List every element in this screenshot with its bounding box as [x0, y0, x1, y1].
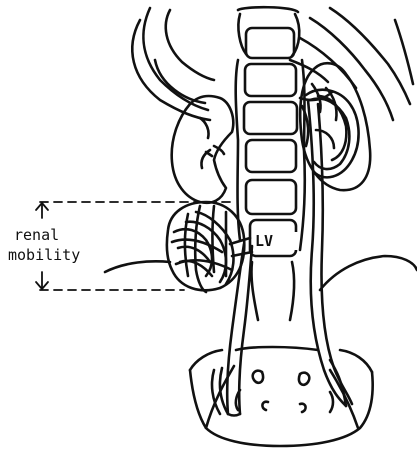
vertebra-label: LV [255, 232, 273, 250]
vertebra-t11 [246, 28, 294, 58]
annotation-label-line1: renal [14, 226, 59, 244]
iliac-contours [105, 256, 417, 290]
vertebra-l1 [244, 102, 297, 134]
annotation-label-line2: mobility [8, 246, 80, 264]
spine [236, 7, 305, 320]
vertebra-l3 [246, 180, 296, 214]
vertebra-t12 [245, 64, 296, 96]
vertebra-l2 [246, 140, 296, 172]
ribs-left [132, 8, 214, 120]
